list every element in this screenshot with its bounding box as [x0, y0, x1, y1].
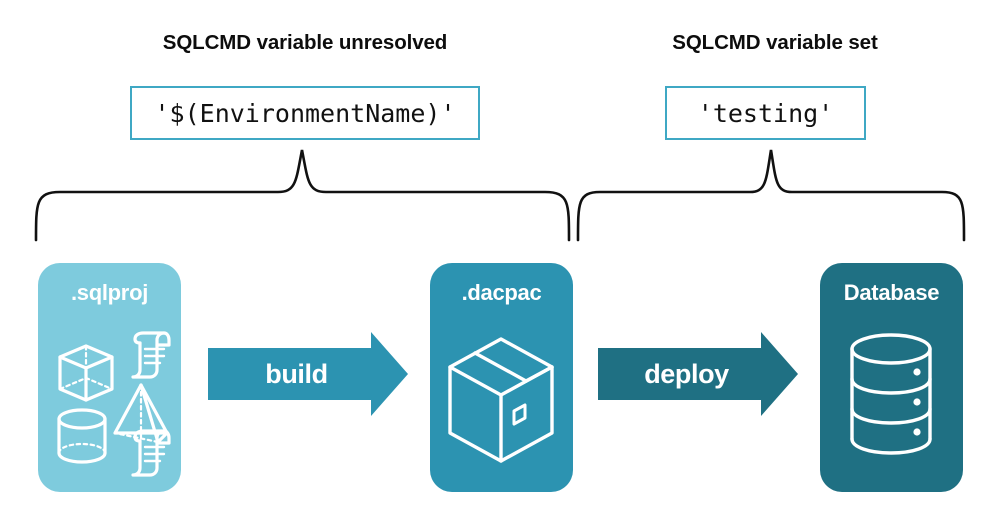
project-shapes-icon — [38, 315, 181, 485]
heading-sqlcmd-variable-set: SQLCMD variable set — [672, 31, 878, 54]
card-dacpac: .dacpac — [430, 263, 573, 492]
arrow-build: build — [208, 332, 408, 416]
card-database-label: Database — [843, 280, 940, 305]
arrow-right-icon — [208, 332, 408, 416]
brace-left-icon — [34, 149, 571, 242]
brace-right — [572, 145, 970, 245]
card-sqlproj: .sqlproj — [38, 263, 181, 492]
code-box-testing-value: 'testing' — [665, 86, 866, 140]
brace-left — [30, 145, 575, 245]
arrow-deploy: deploy — [598, 332, 798, 416]
arrow-right-icon — [598, 332, 798, 416]
card-dacpac-label: .dacpac — [461, 280, 542, 305]
database-cylinder-icon — [820, 315, 963, 485]
package-box-icon — [430, 315, 573, 485]
card-database: Database — [820, 263, 963, 492]
card-sqlproj-label: .sqlproj — [70, 280, 149, 305]
code-box-environment-name: '$(EnvironmentName)' — [130, 86, 480, 140]
brace-right-icon — [576, 149, 966, 242]
heading-sqlcmd-variable-unresolved: SQLCMD variable unresolved — [162, 31, 448, 54]
